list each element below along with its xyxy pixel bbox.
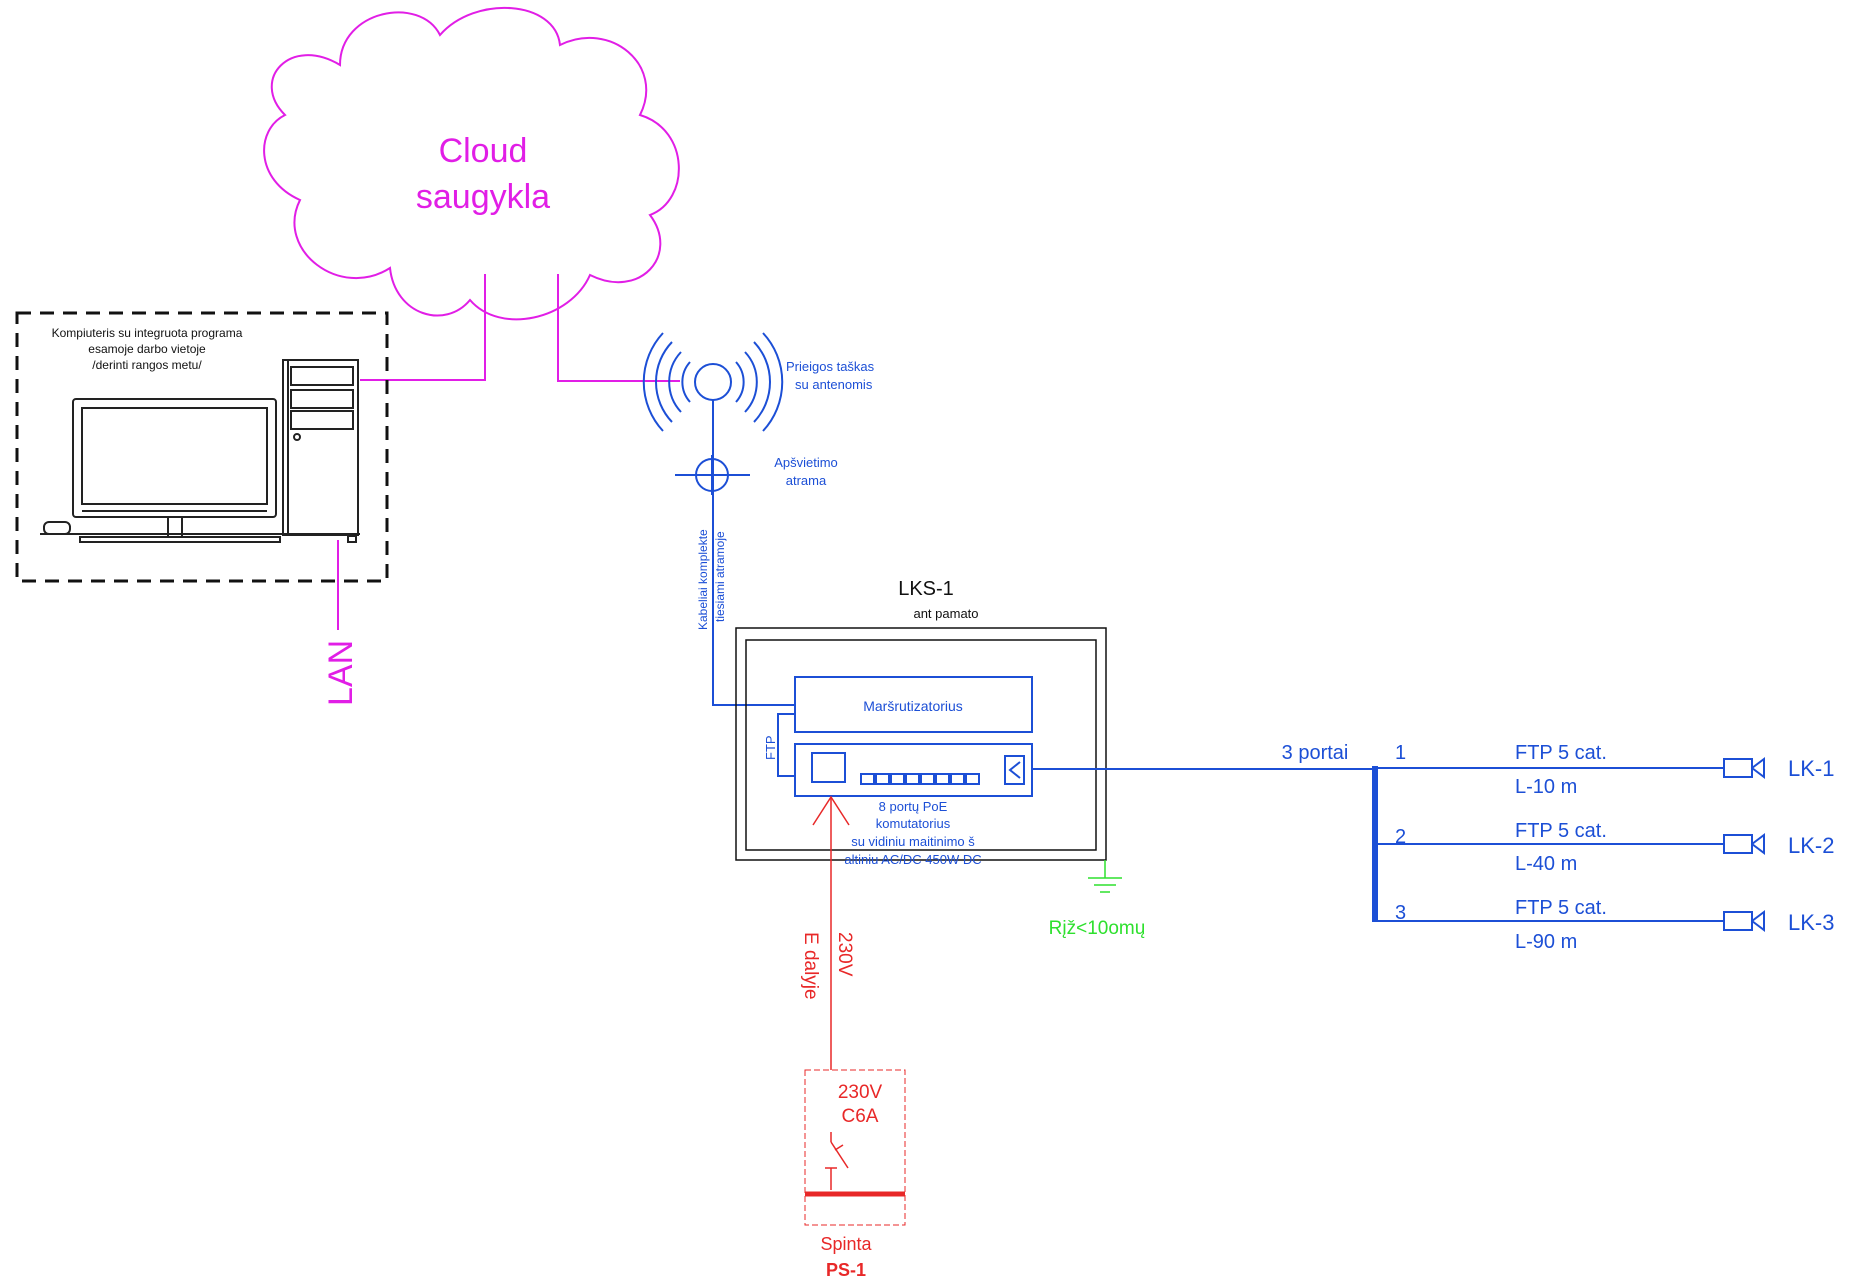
cabinet-subtitle: ant pamato xyxy=(913,606,978,621)
pole-cable-label-line2: tiesiami atramoje xyxy=(713,531,727,622)
camera-2-length: L-40 m xyxy=(1515,853,1577,875)
camera-3-cable: FTP 5 cat. xyxy=(1515,897,1607,919)
switch-uplink-port-icon xyxy=(1004,755,1025,785)
camera-1-cable: FTP 5 cat. xyxy=(1515,742,1607,764)
workstation-label-line2: esamoje darbo vietoje xyxy=(88,342,206,356)
breaker-rating: C6A xyxy=(842,1106,879,1127)
ftp-link-line xyxy=(777,713,795,777)
camera-3-length: L-90 m xyxy=(1515,931,1577,953)
switch-label-line2: komutatorius xyxy=(876,816,951,831)
cloud-storage xyxy=(263,6,680,321)
ground-symbol-icon xyxy=(1088,860,1122,893)
switch-port-icons xyxy=(860,773,980,785)
workstation-label-line3: /derinti rangos metu/ xyxy=(92,358,202,372)
computer-monitor-icon xyxy=(72,398,281,543)
power-feed-line xyxy=(812,795,850,1070)
panel-label: Spinta xyxy=(820,1234,872,1254)
camera-3-port: 3 xyxy=(1395,902,1406,924)
camera-feed-2: 2 FTP 5 cat. L-40 m LK-2 xyxy=(1375,820,1834,875)
wifi-antenna-icon xyxy=(642,332,784,432)
switch-label-line1: 8 portų PoE xyxy=(879,799,948,814)
access-point-label-line1: Prieigos taškas xyxy=(786,359,875,374)
panel-box xyxy=(804,1069,906,1226)
pole-label-line1: Apšvietimo xyxy=(774,455,838,470)
cloud-to-computer-line xyxy=(360,274,486,381)
camera-2-name: LK-2 xyxy=(1788,833,1834,858)
keyboard-icon xyxy=(40,521,360,535)
workstation-label-line1: Kompiuteris su integruota programa xyxy=(52,326,243,340)
cabinet-outer xyxy=(735,627,1107,861)
cabinet-inner xyxy=(745,639,1097,851)
power-feed-part: E dalyje xyxy=(800,932,821,1000)
camera-1-icon xyxy=(1723,757,1765,779)
switch-label-line4: altiniu AC/DC 450W DC xyxy=(844,852,981,867)
lan-label: LAN xyxy=(322,640,360,706)
pole-cable-line xyxy=(712,400,795,706)
camera-1-name: LK-1 xyxy=(1788,756,1834,781)
switch-label-line3: su vidiniu maitinimo š xyxy=(851,834,975,849)
ground-resistance-label: Rįž<10omų xyxy=(1049,918,1146,939)
panel-name: PS-1 xyxy=(826,1260,866,1280)
camera-3-icon xyxy=(1723,910,1765,932)
camera-1-port: 1 xyxy=(1395,742,1406,764)
circuit-breaker-icon xyxy=(825,1132,849,1190)
router-label: Maršrutizatorius xyxy=(863,698,963,714)
cabinet-name: LKS-1 xyxy=(898,578,954,600)
access-point-label-line2: su antenomis xyxy=(795,377,873,392)
pole-label-line2: atrama xyxy=(786,473,827,488)
ports-label: 3 portai xyxy=(1282,742,1349,764)
camera-2-icon xyxy=(1723,833,1765,855)
camera-2-port: 2 xyxy=(1395,826,1406,848)
camera-1-length: L-10 m xyxy=(1515,776,1577,798)
power-feed-voltage: 230V xyxy=(834,932,855,977)
camera-2-cable: FTP 5 cat. xyxy=(1515,820,1607,842)
pole-cable-label-line1: Kabeliai komplekte xyxy=(696,529,710,630)
breaker-voltage: 230V xyxy=(838,1082,883,1103)
camera-feed-1: 1 FTP 5 cat. L-10 m LK-1 xyxy=(1375,742,1834,798)
camera-3-name: LK-3 xyxy=(1788,910,1834,935)
poe-switch-box xyxy=(794,743,1033,797)
computer-tower-icon xyxy=(282,359,359,543)
cloud-subtitle: saugykla xyxy=(416,178,550,216)
cloud-title: Cloud xyxy=(439,132,528,170)
workstation-boundary xyxy=(15,311,389,583)
switch-power-module xyxy=(811,752,846,783)
cloud-to-accesspoint-line xyxy=(557,274,680,382)
camera-feed-3: 3 FTP 5 cat. L-90 m LK-3 xyxy=(1375,897,1834,953)
router-box xyxy=(794,676,1033,733)
ftp-link-label: FTP xyxy=(763,735,778,760)
